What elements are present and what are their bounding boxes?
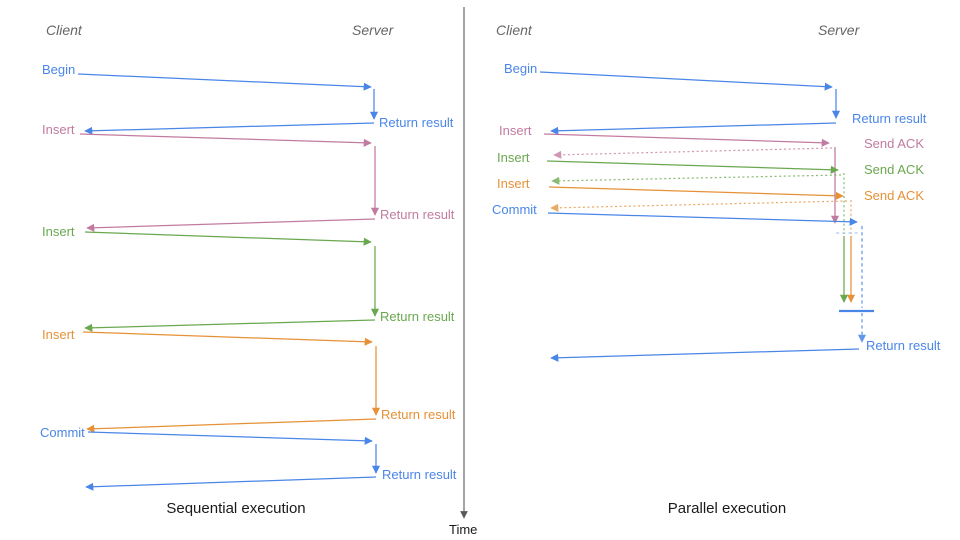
seq-begin-label: Begin: [42, 62, 76, 77]
seq-commit-label: Commit: [40, 425, 85, 440]
par-ack-2: Send ACK: [864, 162, 924, 177]
seq-return-1: Return result: [379, 115, 454, 130]
par-commit-label: Commit: [492, 202, 537, 217]
seq-insert1-label: Insert: [42, 122, 75, 137]
response-line: [84, 122, 375, 135]
right-server-label: Server: [818, 22, 860, 38]
request-line: [77, 73, 372, 91]
seq-return-4: Return result: [381, 407, 456, 422]
seq-commit-arrows: [85, 431, 381, 491]
par-return-1: Return result: [852, 111, 927, 126]
seq-insert1-arrows: [79, 133, 380, 232]
par-insert1-arrows: [543, 133, 840, 224]
right-panel-title: Parallel execution: [667, 500, 787, 517]
par-insert1-label: Insert: [499, 123, 532, 138]
request-line: [546, 160, 839, 174]
response-line: [550, 348, 860, 362]
request-line: [548, 186, 844, 200]
par-ack-1: Send ACK: [864, 136, 924, 151]
seq-insert2-label: Insert: [42, 224, 75, 239]
request-line: [547, 212, 858, 226]
response-line: [84, 319, 376, 332]
par-ack-3: Send ACK: [864, 188, 924, 203]
response-line: [86, 218, 376, 232]
par-insert2-label: Insert: [497, 150, 530, 165]
ack-line: [550, 200, 848, 212]
par-return-final: Return result: [866, 338, 941, 353]
left-client-label: Client: [46, 22, 82, 38]
request-line: [84, 231, 372, 246]
par-commit-arrows: [547, 212, 874, 362]
request-line: [82, 331, 373, 346]
response-line: [550, 122, 837, 135]
request-line: [539, 71, 833, 91]
response-line: [85, 476, 377, 491]
par-begin-label: Begin: [504, 61, 538, 76]
seq-insert3-label: Insert: [42, 327, 75, 342]
seq-begin-arrows: [77, 73, 379, 135]
seq-insert3-arrows: [82, 331, 381, 433]
response-line: [86, 418, 377, 433]
seq-return-5: Return result: [382, 467, 457, 482]
seq-insert2-arrows: [84, 231, 380, 332]
par-insert3-arrows: [548, 186, 856, 303]
request-line: [543, 133, 830, 147]
par-insert2-arrows: [546, 160, 849, 303]
left-panel-title: Sequential execution: [166, 500, 306, 517]
right-client-label: Client: [496, 22, 532, 38]
seq-return-2: Return result: [380, 207, 455, 222]
par-begin-arrows: [539, 71, 841, 135]
left-server-label: Server: [352, 22, 394, 38]
seq-return-3: Return result: [380, 309, 455, 324]
request-line: [87, 431, 373, 445]
ack-line: [553, 147, 833, 159]
time-axis-label: Time: [449, 522, 478, 537]
par-insert3-label: Insert: [497, 176, 530, 191]
request-line: [79, 133, 372, 147]
ack-line: [551, 174, 842, 185]
